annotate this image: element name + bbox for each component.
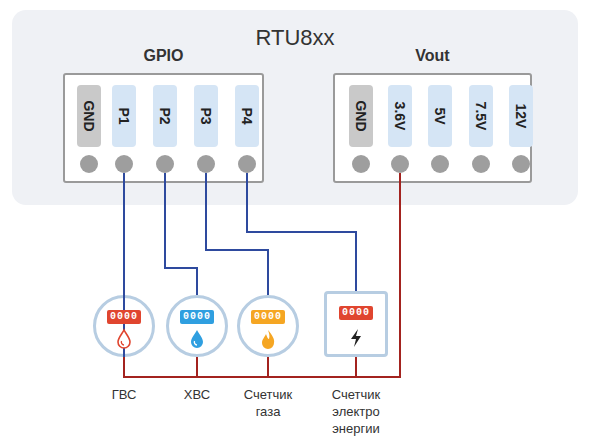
pin-label-column: 5V: [428, 85, 452, 147]
pin-label-column: P4: [235, 85, 259, 147]
terminal-pin: 5V: [428, 85, 452, 173]
meter: 0000ГВС: [79, 295, 169, 404]
block-heading: Vout: [335, 47, 530, 65]
pin-dot: [197, 155, 215, 173]
wire: [247, 173, 356, 291]
wire: [123, 173, 125, 377]
meter-caption: Счетчик электро энергии: [324, 387, 388, 438]
meter-body: 0000: [324, 291, 388, 357]
meter-display: 0000: [251, 310, 285, 324]
pin-name: P4: [239, 107, 255, 124]
wire: [206, 173, 268, 295]
pin-label-column: P1: [112, 85, 136, 147]
pin-dot: [115, 155, 133, 173]
pin-dot: [512, 155, 530, 173]
meter-display: 0000: [107, 310, 141, 324]
meter-caption: ХВС: [165, 387, 229, 404]
pin-dot: [80, 155, 98, 173]
terminal-pin: P2: [153, 85, 177, 173]
pin-name: 5V: [432, 107, 448, 124]
pin-label-column: 12V: [509, 85, 533, 147]
pin-label-column: GND: [77, 85, 101, 147]
hot-water-icon: [118, 330, 130, 348]
pin-dot: [238, 155, 256, 173]
pin-name: P2: [157, 107, 173, 124]
meter-display: 0000: [339, 306, 373, 320]
meter-body: 0000: [237, 295, 299, 357]
pin-dot: [352, 155, 370, 173]
pin-name: GND: [81, 100, 97, 131]
terminal-pin: 12V: [509, 85, 533, 173]
pin-dot: [391, 155, 409, 173]
pin-label-column: GND: [349, 85, 373, 147]
pin-name: 12V: [513, 104, 529, 129]
terminal-pin: 7.5V: [469, 85, 493, 173]
droplet: [118, 330, 130, 348]
meter-display: 0000: [180, 310, 214, 324]
terminal-pin: GND: [349, 85, 373, 173]
wire: [268, 173, 400, 377]
meter: 0000Счетчик газа: [223, 295, 313, 421]
pin-name: P3: [198, 107, 214, 124]
meter: 0000Счетчик электро энергии: [311, 291, 401, 438]
terminal-block: GPIOGNDP1P2P3P4: [63, 73, 264, 183]
pin-name: P1: [116, 107, 132, 124]
meter-caption: ГВС: [92, 387, 156, 404]
droplet-shine: [194, 341, 197, 345]
block-heading: GPIO: [65, 47, 262, 65]
terminal-pin: P3: [194, 85, 218, 173]
wire: [165, 173, 197, 295]
pin-dot: [472, 155, 490, 173]
pin-name: 3.6V: [392, 102, 408, 131]
meter: 0000ХВС: [152, 295, 242, 404]
electricity-icon: [351, 329, 361, 347]
terminal-pin: P1: [112, 85, 136, 173]
wire: [124, 173, 400, 377]
terminal-pin: GND: [77, 85, 101, 173]
pin-name: GND: [353, 100, 369, 131]
droplet: [191, 330, 203, 348]
lightning: [351, 329, 361, 347]
pin-name: 7.5V: [473, 102, 489, 131]
pin-label-column: P3: [194, 85, 218, 147]
meter-body: 0000: [166, 295, 228, 357]
device-title: RTU8xx: [12, 25, 578, 51]
flame: [262, 330, 274, 349]
pin-dot: [431, 155, 449, 173]
wire: [356, 173, 400, 377]
pin-label-column: P2: [153, 85, 177, 147]
wire: [197, 173, 400, 377]
cold-water-icon: [191, 330, 203, 348]
meter-caption: Счетчик газа: [236, 387, 300, 421]
pin-label-column: 3.6V: [388, 85, 412, 147]
terminal-block: VoutGND3.6V5V7.5V12V: [333, 73, 532, 183]
pin-dot: [156, 155, 174, 173]
gas-icon: [262, 330, 274, 349]
terminal-pin: 3.6V: [388, 85, 412, 173]
droplet-shine: [121, 341, 124, 345]
meter-body: 0000: [93, 295, 155, 357]
terminal-pin: P4: [235, 85, 259, 173]
pin-label-column: 7.5V: [469, 85, 493, 147]
device-panel: RTU8xxGPIO GND P1 P2 P3 P4 VoutGND 3.6V 5V 7.5V 12…: [12, 10, 578, 205]
